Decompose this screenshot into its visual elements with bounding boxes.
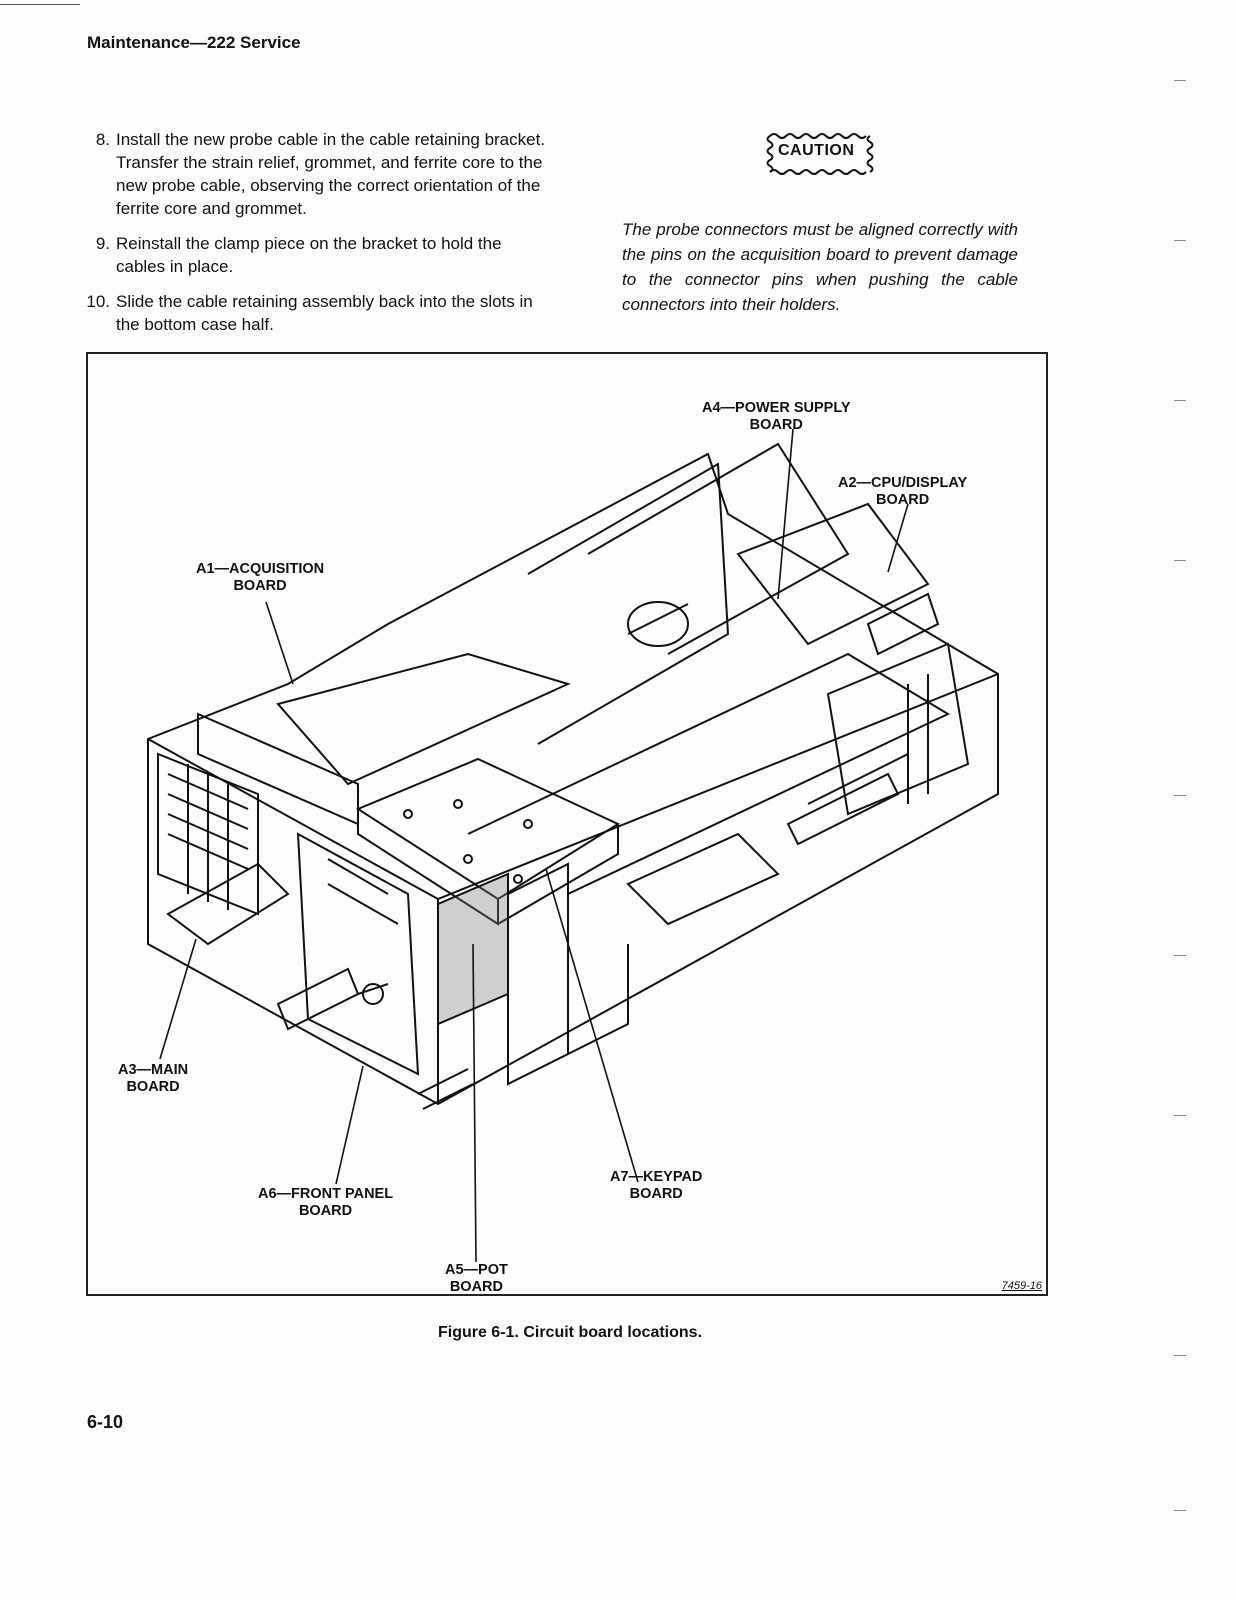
page-number: 6-10 [87,1412,124,1432]
margin-tick [1174,1355,1186,1356]
margin-tick [1174,240,1186,241]
figure-reference-number: 7459-16 [1001,1280,1042,1292]
figure-caption: Figure 6-1. Circuit board locations. [437,1324,703,1341]
margin-tick [1174,795,1186,796]
procedure-steps: 8.Install the new probe cable in the cab… [80,128,550,348]
step-item: 9.Reinstall the clamp piece on the brack… [95,234,502,276]
step-item: 8.Install the new probe cable in the cab… [95,130,546,218]
step-item: 10.Slide the cable retaining assembly ba… [86,292,533,334]
caution-border-icon [766,133,874,175]
margin-tick [1174,560,1186,561]
margin-tick [1174,955,1186,956]
caution-text: The probe connectors must be aligned cor… [622,220,1018,314]
caution-banner: CAUTION [760,130,880,178]
margin-tick [1174,1115,1186,1116]
chassis-drawing [147,428,999,1263]
caution-label: CAUTION [778,142,855,159]
margin-tick [1174,80,1186,81]
margin-tick [1174,400,1186,401]
margin-tick [1174,1510,1186,1511]
top-rule [0,4,80,5]
page-header: Maintenance—222 Service [87,33,301,52]
